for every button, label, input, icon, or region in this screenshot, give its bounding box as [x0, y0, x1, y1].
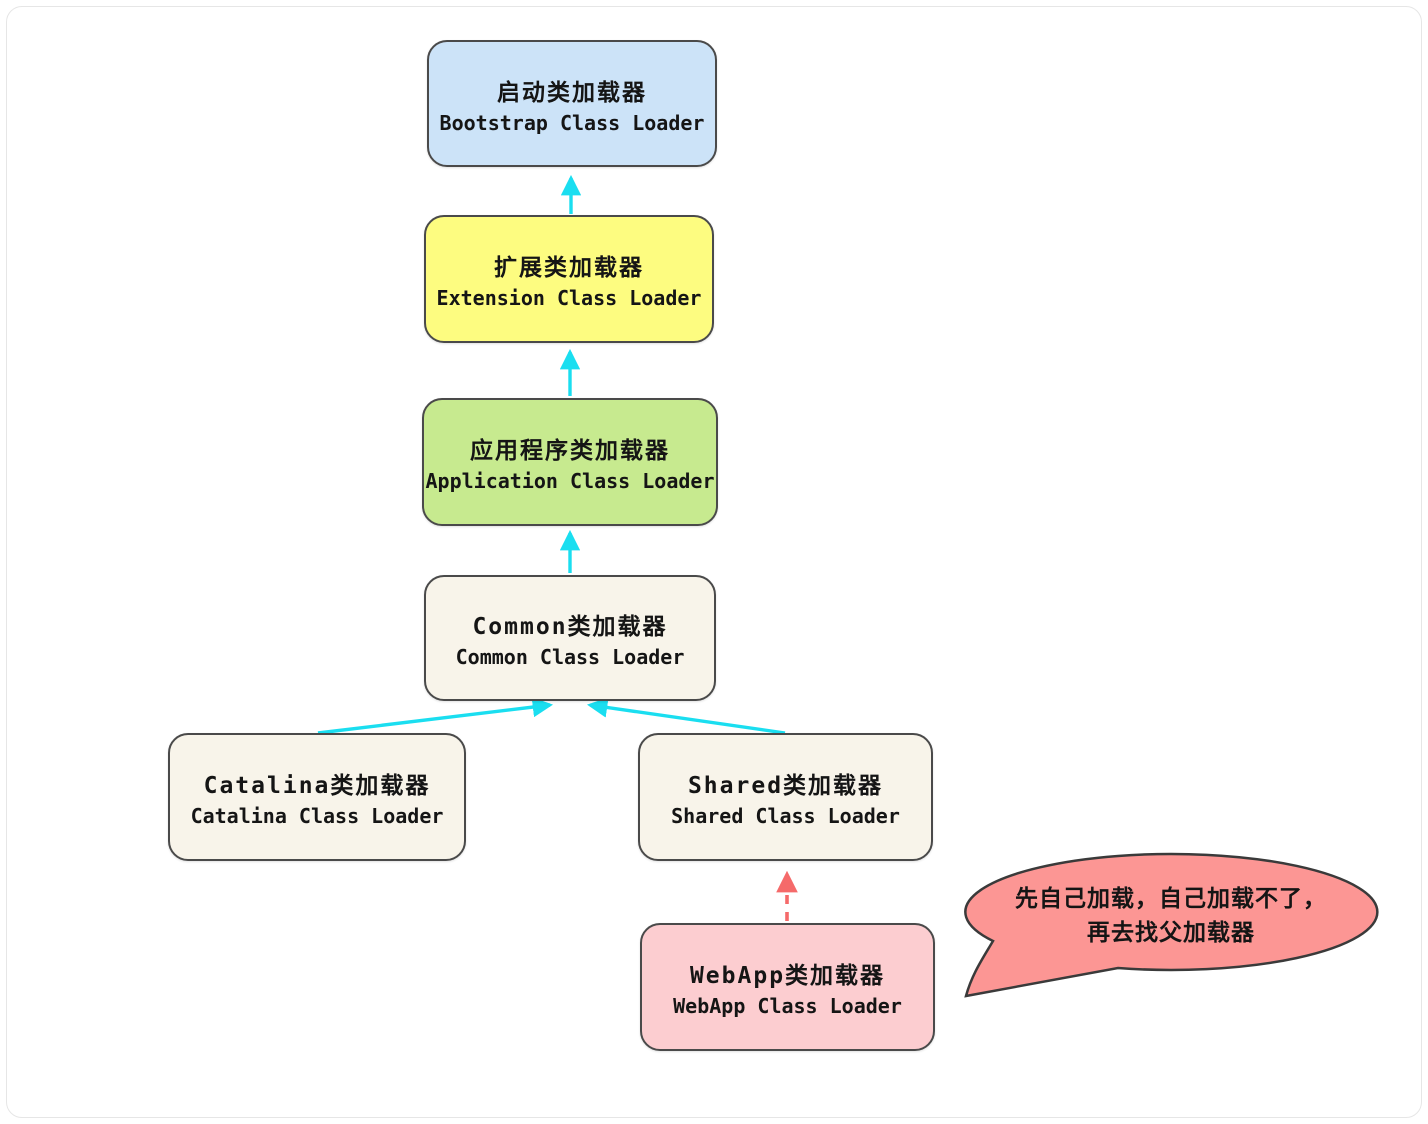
webapp-label-zh: WebApp类加载器 [689, 963, 886, 989]
application-label-zh: 应用程序类加载器 [470, 438, 670, 464]
shared-label-zh: Shared类加载器 [687, 773, 884, 799]
catalina-label-en: Catalina Class Loader [190, 804, 444, 828]
bootstrap-label-en: Bootstrap Class Loader [439, 110, 705, 135]
node-webapp-class-loader: WebApp类加载器 WebApp Class Loader [640, 923, 935, 1051]
application-label-en: Application Class Loader [425, 469, 715, 493]
callout-line-2: 再去找父加载器 [1087, 920, 1255, 946]
node-extension-class-loader: 扩展类加载器 Extension Class Loader [424, 215, 714, 343]
node-common-class-loader: Common类加载器 Common Class Loader [424, 575, 716, 701]
extension-label-zh: 扩展类加载器 [494, 255, 644, 281]
common-label-zh: Common类加载器 [472, 614, 668, 640]
webapp-label-en: WebApp Class Loader [673, 994, 902, 1018]
common-label-en: Common Class Loader [455, 645, 685, 669]
callout-text: 先自己加载，自己加载不了， 再去找父加载器 [988, 882, 1354, 950]
bootstrap-label-zh: 启动类加载器 [497, 79, 647, 106]
catalina-label-zh: Catalina类加载器 [203, 773, 431, 799]
node-application-class-loader: 应用程序类加载器 Application Class Loader [422, 398, 718, 526]
extension-label-en: Extension Class Loader [436, 286, 702, 310]
node-catalina-class-loader: Catalina类加载器 Catalina Class Loader [168, 733, 466, 861]
node-shared-class-loader: Shared类加载器 Shared Class Loader [638, 733, 933, 861]
shared-label-en: Shared Class Loader [671, 804, 900, 828]
callout-line-1: 先自己加载，自己加载不了， [1015, 886, 1327, 912]
node-bootstrap-class-loader: 启动类加载器 Bootstrap Class Loader [427, 40, 717, 167]
